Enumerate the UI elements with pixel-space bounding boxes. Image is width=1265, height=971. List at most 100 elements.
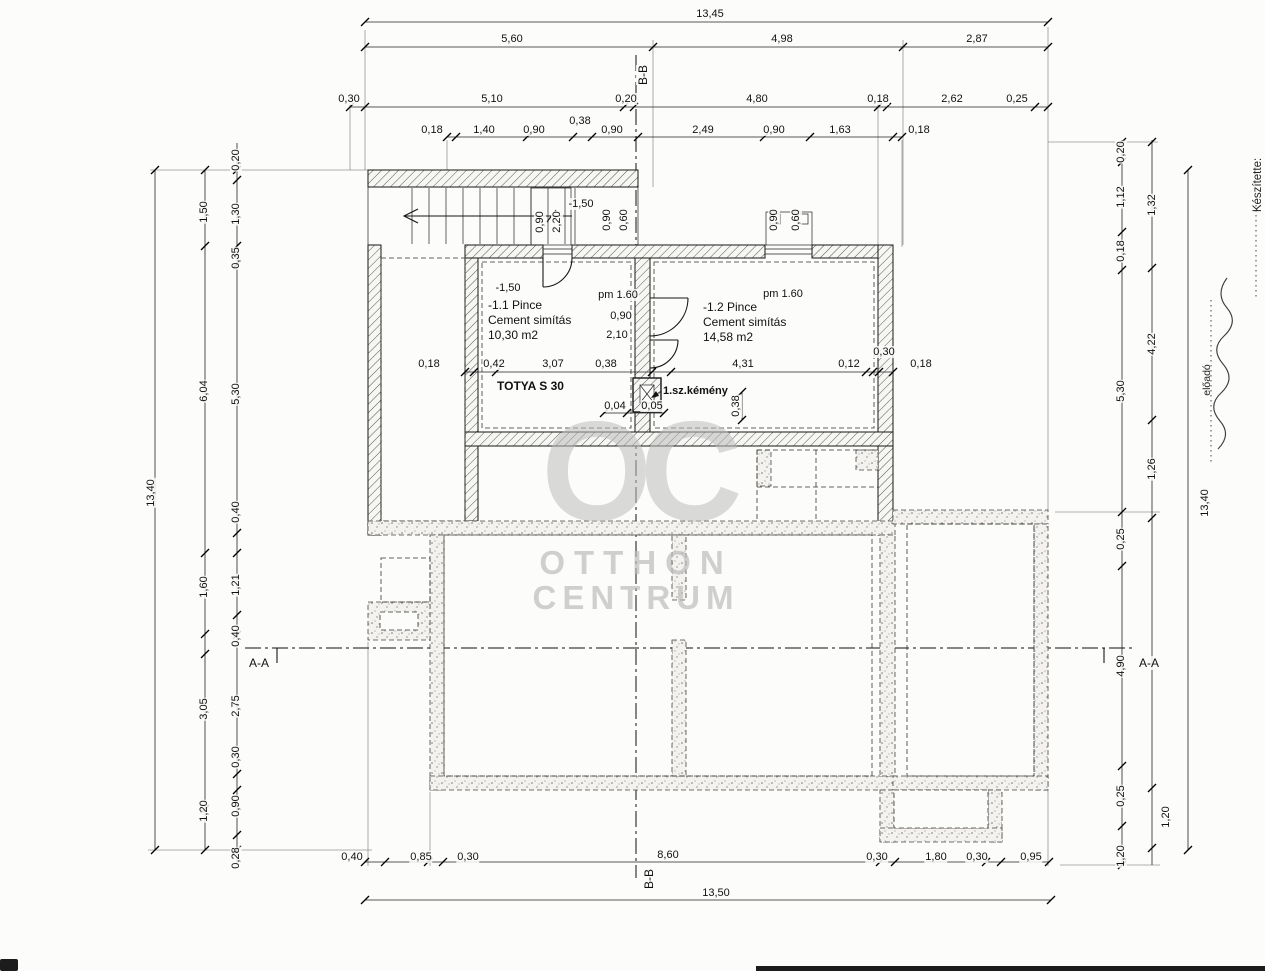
dim-label: 1,40 xyxy=(472,124,496,136)
dim-label: 0,90 xyxy=(534,210,546,234)
section-marker-bb-top: B-B xyxy=(636,64,650,86)
door-swings xyxy=(542,257,689,369)
dim-label: 0,90 xyxy=(600,124,624,136)
drafter-note: Készítette: xyxy=(1252,157,1264,213)
section-marker-aa-right: A-A xyxy=(1138,656,1160,670)
dim-label: 2,10 xyxy=(605,329,629,341)
dim-label: 13,45 xyxy=(695,8,725,20)
dim-label: 1,20 xyxy=(1160,805,1172,829)
dim-label: 4,22 xyxy=(1146,332,1158,356)
dim-label: 0,25 xyxy=(1115,527,1127,551)
dim-label: 0,40 xyxy=(230,624,242,648)
dim-label: 0,30 xyxy=(337,93,361,105)
dim-label: 0,18 xyxy=(907,124,931,136)
dimension-lines xyxy=(150,17,1193,905)
section-marker-aa-left: A-A xyxy=(248,656,270,670)
room-1-name: -1.1 Pince xyxy=(488,298,543,312)
dim-label: 0,04 xyxy=(603,400,627,412)
dim-label: 1,32 xyxy=(1146,193,1158,217)
dim-label: 6,04 xyxy=(198,379,210,403)
dim-label: 0,25 xyxy=(1005,93,1029,105)
dim-label: 3,07 xyxy=(541,358,565,370)
dim-label: 0,90 xyxy=(768,208,780,232)
dim-label: 1,12 xyxy=(1115,185,1127,209)
dim-label: 1,63 xyxy=(828,124,852,136)
dim-label: 0,18 xyxy=(420,124,444,136)
dim-label: 0,25 xyxy=(1115,784,1127,808)
dim-label: 1,80 xyxy=(924,851,948,863)
dim-label: 1,21 xyxy=(230,573,242,597)
dim-label: 0,85 xyxy=(409,851,433,863)
dim-label: 5,30 xyxy=(230,382,242,406)
stairs xyxy=(367,169,639,245)
dim-label: 4,80 xyxy=(745,93,769,105)
watermark-line1: OTTHON xyxy=(539,544,733,581)
dim-label: 0,38 xyxy=(730,394,742,418)
watermark-monogram: OC xyxy=(541,392,743,551)
room-2-label: -1.2 Pince Cement simítás 14,58 m2 xyxy=(703,300,786,345)
dim-label: 0,90 xyxy=(601,208,613,232)
dim-label: 1,26 xyxy=(1146,457,1158,481)
dim-label: -1,50 xyxy=(494,282,522,294)
dim-label: 4,90 xyxy=(1115,654,1127,678)
role-note: előadó xyxy=(1201,364,1213,396)
dim-label: 2,62 xyxy=(940,93,964,105)
dim-label: 4,31 xyxy=(731,358,755,370)
dim-label: 1,20 xyxy=(198,799,210,823)
boiler-label: TOTYA S 30 xyxy=(497,379,564,393)
room-1-area: 10,30 m2 xyxy=(488,328,539,342)
dim-label: 0,60 xyxy=(618,208,630,232)
dim-label: 1,20 xyxy=(1115,844,1127,868)
dim-label: 0,12 xyxy=(837,358,861,370)
dim-label: 5,30 xyxy=(1115,379,1127,403)
scan-corner-artifact xyxy=(0,959,18,971)
room-2-finish: Cement simítás xyxy=(703,315,787,329)
dim-label: 0,20 xyxy=(1115,140,1127,164)
dim-label: 0,38 xyxy=(568,115,592,127)
dim-label: -1,50 xyxy=(567,198,595,210)
watermark-line2: CENTRUM xyxy=(532,579,740,616)
dim-label: 1,30 xyxy=(230,202,242,226)
scan-edge-artifact xyxy=(756,966,1265,971)
dim-label: 0,18 xyxy=(1115,239,1127,263)
dim-label: 0,40 xyxy=(230,500,242,524)
dim-label: 3,05 xyxy=(198,697,210,721)
dim-label: 13,40 xyxy=(145,478,157,508)
dim-label: 0,30 xyxy=(872,346,896,358)
dim-label: 0,60 xyxy=(790,208,802,232)
dim-label: 2,20 xyxy=(551,210,563,234)
dim-label: 0,90 xyxy=(762,124,786,136)
dim-label: 0,90 xyxy=(609,310,633,322)
dim-label: 0,05 xyxy=(640,400,664,412)
dim-label: pm 1.60 xyxy=(597,289,639,301)
dim-label: 4,98 xyxy=(770,33,794,45)
dim-label: 0,90 xyxy=(230,794,242,818)
section-line-aa xyxy=(245,647,1135,663)
dim-label: 5,60 xyxy=(500,33,524,45)
dim-label: 13,50 xyxy=(701,887,731,899)
dim-label: 0,90 xyxy=(522,124,546,136)
dim-label: 0,20 xyxy=(230,148,242,172)
dim-label: 2,87 xyxy=(965,33,989,45)
dim-label: 0,42 xyxy=(482,358,506,370)
room-2-area: 14,58 m2 xyxy=(703,330,754,344)
dim-label: 2,75 xyxy=(230,694,242,718)
dim-label: 0,30 xyxy=(965,851,989,863)
dim-label: 0,38 xyxy=(594,358,618,370)
dim-label: 0,95 xyxy=(1019,851,1043,863)
dim-label: 0,28 xyxy=(230,846,242,870)
dim-label: pm 1.60 xyxy=(762,288,804,300)
handwritten-signature xyxy=(1210,205,1257,465)
chimney-label: 1.sz.kémény xyxy=(663,385,728,397)
ground-floor-walls xyxy=(367,449,1049,843)
dim-label: 1,60 xyxy=(198,575,210,599)
room-2-name: -1.2 Pince xyxy=(703,300,758,314)
dim-label: 1,50 xyxy=(198,200,210,224)
dim-label: 0,30 xyxy=(456,851,480,863)
dim-label: 8,60 xyxy=(656,849,680,861)
room-1-finish: Cement simítás xyxy=(488,313,572,327)
dim-label: 0,20 xyxy=(614,93,638,105)
dim-label: 0,30 xyxy=(865,851,889,863)
